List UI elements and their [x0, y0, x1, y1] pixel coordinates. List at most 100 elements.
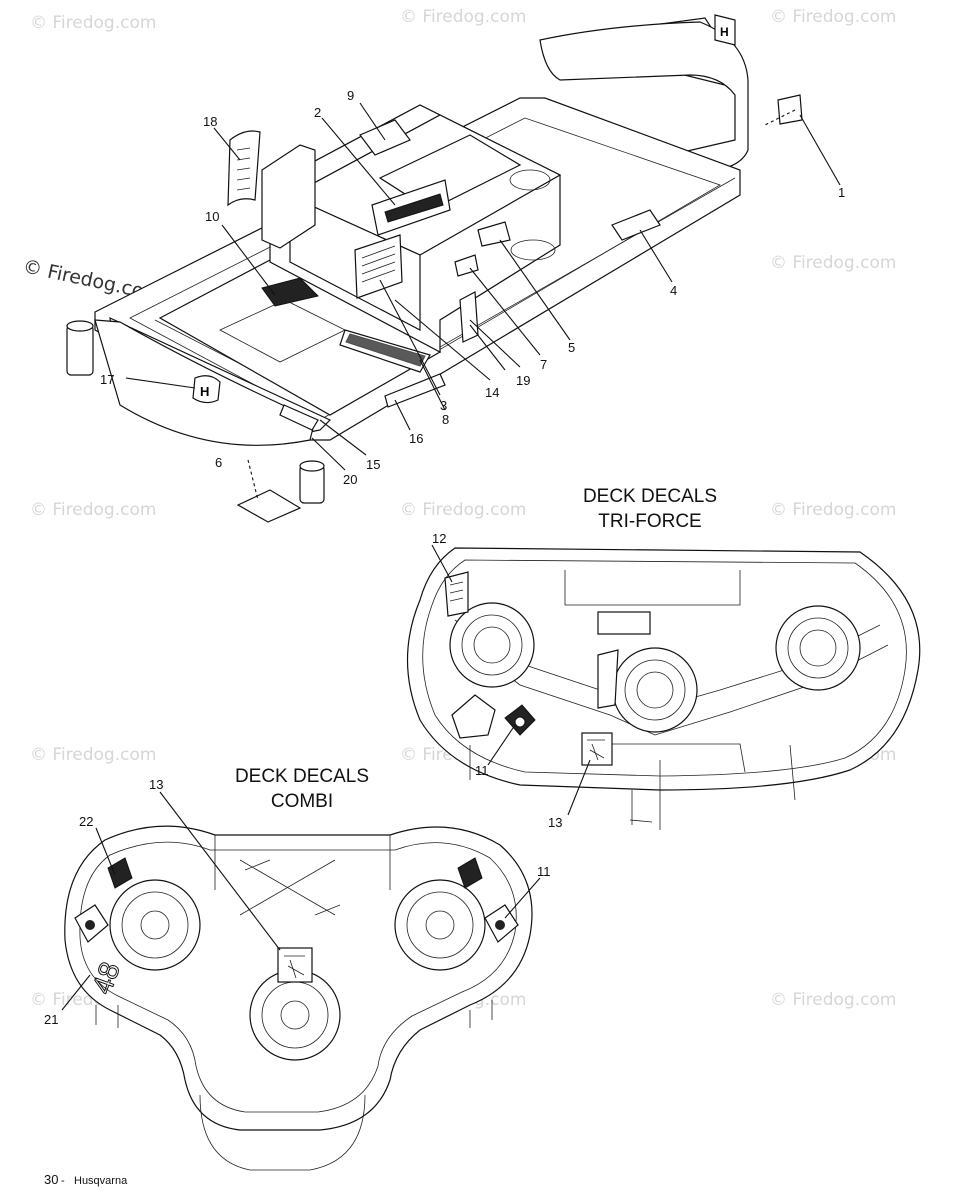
decal-17	[192, 375, 221, 404]
husqvarna-logo-icon: H	[720, 25, 729, 39]
decal-1	[777, 94, 803, 125]
deck-legs	[469, 744, 796, 830]
decal-22-right	[457, 857, 483, 889]
callout-6: 6	[215, 455, 222, 470]
triforce-heading-line1: DECK DECALS	[583, 486, 717, 507]
callout-12: 12	[432, 531, 446, 546]
callout-5: 5	[568, 340, 575, 355]
decal-14-print	[345, 333, 426, 367]
callout-16: 16	[409, 431, 423, 446]
callout-11-combi: 11	[537, 864, 551, 879]
caster-mount-top	[66, 320, 94, 332]
decal-5	[477, 221, 511, 247]
callout-22: 22	[79, 814, 93, 829]
husqvarna-logo-icon: H	[200, 384, 209, 399]
decal-6	[236, 489, 302, 523]
page-footer: 30 - Husqvarna	[44, 1172, 128, 1187]
callout-20: 20	[343, 472, 357, 487]
decal-13-print	[284, 955, 305, 979]
deck-cable	[612, 743, 746, 773]
combi-deck-legs	[95, 1000, 493, 1028]
watermark: © Firedog.com	[400, 500, 526, 520]
decal-18-marks	[236, 147, 251, 191]
callout-13-combi: 13	[149, 777, 163, 792]
footer-brand: Husqvarna	[74, 1175, 128, 1187]
triforce-callout-lines	[431, 544, 591, 816]
page-number: 30	[44, 1172, 58, 1187]
decal-3	[354, 234, 403, 299]
caster-mount-top	[299, 460, 325, 472]
engine-opening	[510, 239, 556, 261]
callout-11-triforce: 11	[475, 763, 489, 778]
combi-callout-lines	[61, 791, 541, 1011]
callout-1: 1	[838, 185, 845, 200]
callout-7: 7	[540, 357, 547, 372]
callout-19: 19	[516, 373, 530, 388]
decal-3-print	[361, 245, 396, 283]
deck-pulley-cover	[451, 694, 496, 739]
frame-callout-lines	[125, 102, 841, 501]
pump-opening	[509, 169, 551, 191]
section-headings: DECK DECALS TRI-FORCE DECK DECALS COMBI	[235, 486, 717, 812]
footer-separator: -	[61, 1175, 65, 1187]
decal-15	[279, 404, 319, 431]
triforce-heading-line2: TRI-FORCE	[598, 511, 701, 532]
callout-8: 8	[442, 412, 449, 427]
decal-12-print	[449, 581, 464, 602]
callout-13-triforce: 13	[548, 815, 562, 830]
decal-4	[611, 209, 661, 241]
triforce-deck	[406, 547, 921, 830]
triforce-deck-rim	[422, 559, 907, 777]
callout-10: 10	[205, 209, 219, 224]
decal-19	[459, 291, 479, 343]
decal-10	[261, 277, 319, 307]
watermark: © Firedog.com	[30, 13, 156, 33]
callout-4: 4	[670, 283, 677, 298]
callout-21: 21	[44, 1012, 58, 1027]
watermark: © Firedog.com	[770, 500, 896, 520]
callout-14: 14	[485, 385, 499, 400]
deck-idler-arm	[597, 649, 619, 709]
combi-heading-line2: COMBI	[271, 791, 333, 812]
combi-deck-rim	[79, 841, 517, 1113]
watermark: © Firedog.com	[770, 990, 896, 1010]
decal-13-combi	[277, 947, 313, 983]
watermark: © Firedog.com	[770, 7, 896, 27]
logo-decal-rear	[714, 14, 736, 46]
spindle-right	[394, 879, 486, 971]
combi-rods	[214, 835, 391, 890]
watermark: © Firedog.com	[770, 253, 896, 273]
spindle-center	[612, 647, 698, 733]
frame-decals: H H	[192, 14, 803, 523]
spindle-center	[249, 969, 341, 1061]
deck-mount-plate	[597, 611, 651, 635]
combi-deck: 48	[64, 825, 533, 1171]
combi-cross-brace	[239, 859, 341, 916]
decal-9	[359, 119, 411, 156]
callout-15: 15	[366, 457, 380, 472]
spindle-right	[775, 605, 861, 691]
combi-deck-skirt	[199, 1094, 366, 1171]
callout-numbers: 1 2 3 4 5 6 7 8 9 10 11 11 12 13 13 14 1…	[44, 88, 845, 1027]
decal-13-print	[587, 739, 605, 761]
side-panel	[261, 144, 316, 249]
callout-18: 18	[203, 114, 217, 129]
decal-2-print	[384, 193, 444, 223]
spindle-left	[449, 602, 535, 688]
mower-frame	[66, 17, 749, 504]
decal-12	[444, 571, 469, 617]
callout-2: 2	[314, 105, 321, 120]
decal-16	[384, 373, 446, 408]
decal-18-strip	[227, 130, 261, 207]
callout-17: 17	[100, 372, 114, 387]
callout-3: 3	[440, 398, 447, 413]
decal-13-triforce	[581, 732, 613, 766]
decal-22-left	[107, 857, 133, 889]
caster-mount-left	[66, 324, 94, 376]
callout-9: 9	[347, 88, 354, 103]
rear-hood-shell	[539, 21, 749, 173]
spindle-left	[109, 879, 201, 971]
combi-heading-line1: DECK DECALS	[235, 766, 369, 787]
watermark: © Firedog.com	[400, 7, 526, 27]
